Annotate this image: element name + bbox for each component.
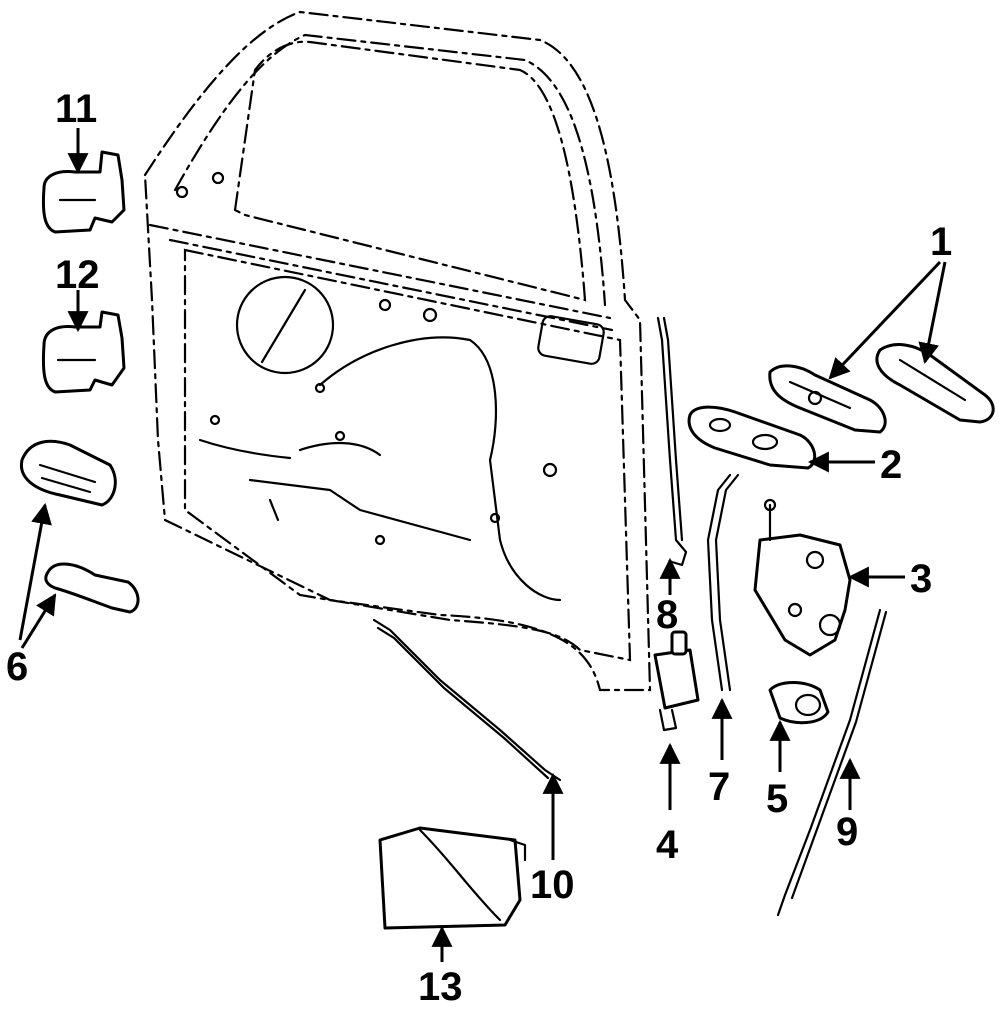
callout-1: 1 — [930, 220, 952, 264]
callout-10: 10 — [530, 863, 575, 907]
inside-handle-bezel-6 — [19, 439, 117, 507]
upper-hinge-11 — [41, 150, 126, 234]
arrow-6b — [18, 502, 52, 641]
callout-2: 2 — [880, 443, 902, 487]
outside-door-handle-1b — [875, 343, 995, 424]
callout-11: 11 — [55, 87, 97, 131]
lock-rod-9 — [776, 608, 888, 917]
door-switch-4 — [653, 630, 700, 732]
leader-arrows — [18, 128, 947, 962]
callout-3: 3 — [910, 557, 932, 601]
callout-5: 5 — [766, 777, 788, 821]
door-latch-3 — [753, 498, 852, 657]
callout-labels: 1 2 3 4 5 6 7 8 9 10 11 12 13 — [6, 87, 952, 1009]
lock-rod-8 — [656, 316, 688, 567]
water-shield-13 — [378, 826, 527, 930]
callout-4: 4 — [656, 823, 679, 867]
callout-8: 8 — [656, 593, 678, 637]
callout-9: 9 — [836, 810, 858, 854]
callout-13: 13 — [418, 965, 463, 1009]
weatherstrip-10 — [372, 618, 562, 782]
arrow-1b — [918, 261, 947, 365]
callout-12: 12 — [55, 253, 100, 297]
lock-cylinder-5 — [768, 681, 830, 725]
lower-hinge-12 — [41, 310, 126, 394]
latch-rod-7 — [706, 473, 740, 692]
inside-handle-6 — [44, 562, 140, 614]
handle-gasket-2 — [687, 405, 817, 470]
arrow-1a — [828, 260, 942, 380]
arrow-6a — [20, 593, 57, 649]
callout-7: 7 — [708, 765, 730, 809]
callout-6: 6 — [6, 645, 28, 689]
door-shell — [143, 10, 652, 692]
outside-door-handle-1a — [768, 364, 887, 434]
